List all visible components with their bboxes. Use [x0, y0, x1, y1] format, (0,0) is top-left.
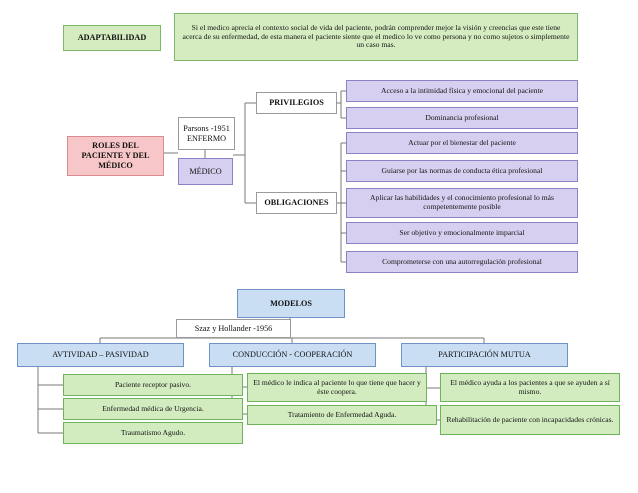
model-label-conduccion-cooperacion: CONDUCCIÓN - COOPERACIÓN [209, 343, 376, 367]
connector-modelos-drops [99, 338, 485, 343]
connector-privilegios-items [337, 90, 346, 119]
adaptabilidad-text: Si el medico aprecia el contexto social … [174, 13, 578, 61]
parsons-label: Parsons -1951 ENFERMO [178, 117, 235, 150]
model-item: El médico le indica al paciente lo que t… [247, 373, 427, 402]
obligaciones-item: Actuar por el bienestar del paciente [346, 132, 578, 154]
connector-model1-items [37, 367, 63, 434]
model-item: El médico ayuda a los pacientes a que se… [440, 373, 620, 402]
medico-label: MÉDICO [178, 158, 233, 185]
adaptabilidad-label: ADAPTABILIDAD [63, 25, 161, 51]
model-item: Rehabilitación de paciente con incapacid… [440, 405, 620, 435]
privilegios-item: Dominancia profesional [346, 107, 578, 129]
obligaciones-item: Aplicar las habilidades y el conocimient… [346, 188, 578, 218]
obligaciones-item: Guiarse por las normas de conducta ética… [346, 160, 578, 182]
model-item: Enfermedad médica de Urgencia. [63, 398, 243, 420]
privilegios-label: PRIVILEGIOS [256, 92, 337, 114]
privilegios-item: Acceso a la intimidad física y emocional… [346, 80, 578, 102]
connector-obligaciones-items [337, 142, 346, 263]
szaz-hollander-label: Szaz y Hollander -1956 [176, 319, 291, 338]
obligaciones-item: Comprometerse con una autorregulación pr… [346, 251, 578, 273]
roles-label: ROLES DEL PACIENTE Y DEL MÉDICO [67, 136, 164, 176]
model-label-participacion-mutua: PARTICIPACIÓN MUTUA [401, 343, 568, 367]
model-item: Traumatismo Agudo. [63, 422, 243, 444]
model-item: Paciente receptor pasivo. [63, 374, 243, 396]
modelos-label: MODELOS [237, 289, 345, 318]
model-label-actividad-pasividad: AVTIVIDAD – PASIVIDAD [17, 343, 184, 367]
obligaciones-label: OBLIGACIONES [256, 192, 337, 214]
model-item: Tratamiento de Enfermedad Aguda. [247, 405, 437, 425]
obligaciones-item: Ser objetivo y emocionalmente imparcial [346, 222, 578, 244]
